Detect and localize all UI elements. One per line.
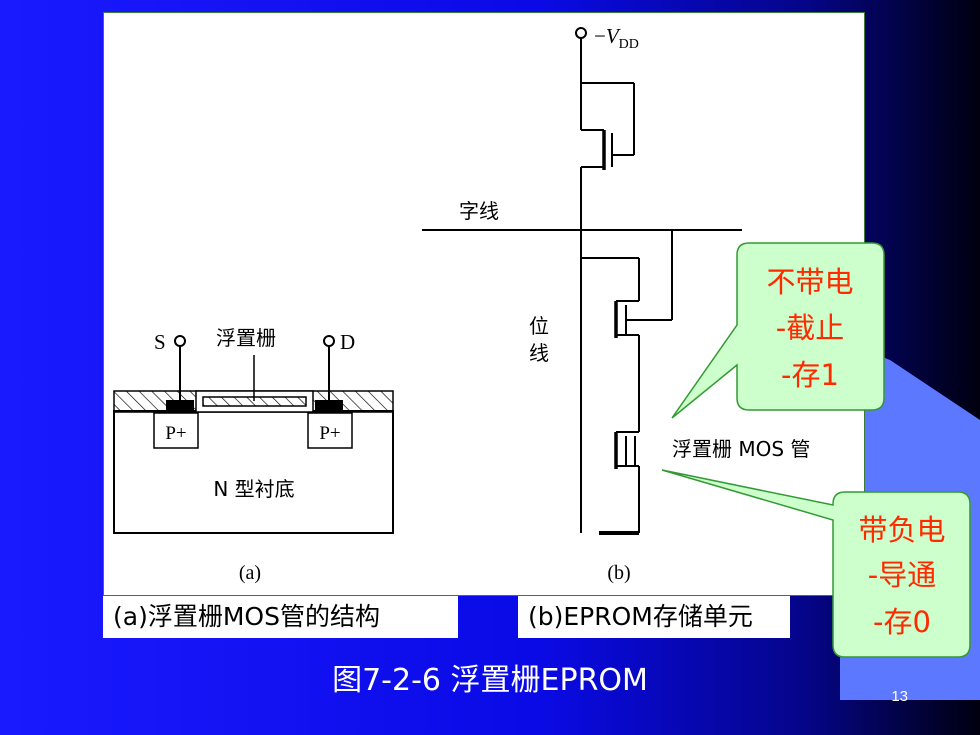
p-plus-right-region (307, 412, 353, 449)
mos-label: 浮置栅 MOS 管 (672, 437, 810, 461)
word-line-label: 字线 (459, 199, 499, 223)
callout-bottom-line2: -导通 (868, 558, 936, 592)
p-plus-left-label: P+ (165, 423, 186, 444)
callout-top: 不带电 -截止 -存1 (671, 242, 885, 419)
source-terminal (174, 335, 186, 347)
panel-label-a: (a) (239, 562, 261, 584)
callout-top-line3: -存1 (781, 358, 839, 392)
page-number: 13 (891, 688, 908, 705)
callout-top-line1: 不带电 (766, 265, 853, 299)
substrate-label: N 型衬底 (213, 477, 294, 501)
p-plus-left-region (153, 412, 199, 449)
drain-contact (315, 400, 343, 413)
figure-title: 图7-2-6 浮置栅EPROM (332, 663, 648, 698)
p-plus-right-label: P+ (319, 423, 340, 444)
bit-line-label-1: 位 (529, 314, 549, 338)
eprom-cell-labels: −VDD 字线 位 线 浮置栅 MOS 管 (b) (459, 24, 810, 584)
callout-top-line2: -截止 (776, 311, 844, 345)
caption-b: (b)EPROM存储单元 (518, 596, 790, 638)
source-contact (166, 400, 194, 413)
callout-bottom-line1: 带负电 (858, 513, 945, 547)
source-label: S (154, 330, 166, 354)
bit-line-label-2: 线 (529, 341, 549, 365)
panel-label-b: (b) (607, 562, 630, 584)
eprom-cell-circuit (422, 27, 742, 535)
drain-terminal (323, 335, 335, 347)
floating-gate-label: 浮置栅 (216, 326, 276, 350)
drain-label: D (340, 330, 355, 354)
eprom-diagram: P+ P+ S D 浮置栅 N 型衬底 (a) (113, 24, 810, 584)
callout-bottom-line3: -存0 (873, 605, 931, 639)
vdd-label: −VDD (594, 24, 639, 52)
callout-bottom: 带负电 -导通 -存0 (661, 469, 971, 658)
mos-structure: P+ P+ S D 浮置栅 N 型衬底 (a) (113, 326, 394, 584)
caption-a: (a)浮置栅MOS管的结构 (103, 596, 458, 638)
